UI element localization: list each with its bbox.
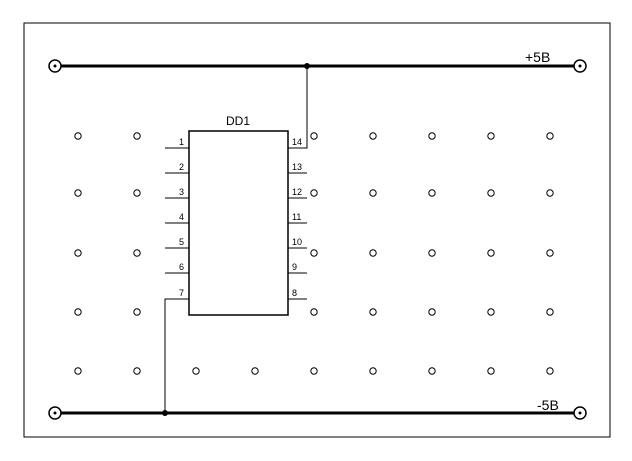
chip-label: DD1	[226, 114, 250, 128]
board-hole	[546, 189, 554, 197]
board-hole	[310, 249, 318, 257]
chip-pin-label-left: 1	[179, 137, 184, 147]
board-hole	[428, 132, 436, 140]
board-hole	[133, 132, 141, 140]
bottom-rail-left-terminal	[48, 406, 62, 420]
board-hole	[369, 132, 377, 140]
chip-pin-label-left: 2	[179, 162, 184, 172]
board-hole	[74, 249, 82, 257]
chip-pin-label-left: 7	[179, 288, 184, 298]
board-hole	[369, 308, 377, 316]
chip-pin-label-right: 10	[292, 237, 302, 247]
bottom-rail-right-terminal	[573, 406, 587, 420]
board-hole	[310, 132, 318, 140]
board-hole	[546, 132, 554, 140]
board-hole	[487, 189, 495, 197]
chip-pin-label-right: 13	[292, 162, 302, 172]
top-rail-label: +5B	[525, 49, 550, 65]
board-hole	[192, 367, 200, 375]
board-hole	[133, 367, 141, 375]
chip-pin-label-left: 5	[179, 237, 184, 247]
hole-grid	[74, 132, 554, 375]
board-hole	[369, 367, 377, 375]
board-hole	[133, 189, 141, 197]
board-hole	[487, 249, 495, 257]
chip-pin-label-right: 9	[292, 262, 297, 272]
board-hole	[74, 367, 82, 375]
chip-pin-label-right: 11	[292, 212, 301, 222]
board-hole	[310, 367, 318, 375]
board-hole	[74, 189, 82, 197]
board-hole	[546, 249, 554, 257]
chip-pin-label-right: 14	[292, 137, 302, 147]
board-hole	[487, 308, 495, 316]
board-hole	[369, 189, 377, 197]
chip-pin-label-right: 12	[292, 187, 302, 197]
board-hole	[133, 249, 141, 257]
board-hole	[428, 308, 436, 316]
board-hole	[428, 249, 436, 257]
board-hole	[310, 308, 318, 316]
board-outline	[23, 22, 611, 438]
bottom-rail-label: -5B	[537, 397, 559, 413]
chip-pin-label-left: 6	[179, 262, 184, 272]
board-hole	[369, 249, 377, 257]
board-hole	[428, 367, 436, 375]
board-hole	[428, 189, 436, 197]
board-hole	[133, 308, 141, 316]
board-hole	[310, 189, 318, 197]
gnd-wire	[164, 298, 189, 413]
board-hole	[546, 308, 554, 316]
board-hole	[251, 367, 259, 375]
board-hole	[546, 367, 554, 375]
board-hole	[74, 308, 82, 316]
top-rail-right-terminal	[573, 59, 587, 73]
chip-body	[188, 130, 289, 316]
chip-pin-label-right: 8	[292, 288, 297, 298]
board-hole	[74, 132, 82, 140]
top-rail-left-terminal	[48, 59, 62, 73]
chip-pin-label-left: 3	[179, 187, 184, 197]
vcc-wire	[288, 66, 308, 149]
board-hole	[487, 132, 495, 140]
chip-pin-label-left: 4	[179, 212, 184, 222]
board-hole	[487, 367, 495, 375]
